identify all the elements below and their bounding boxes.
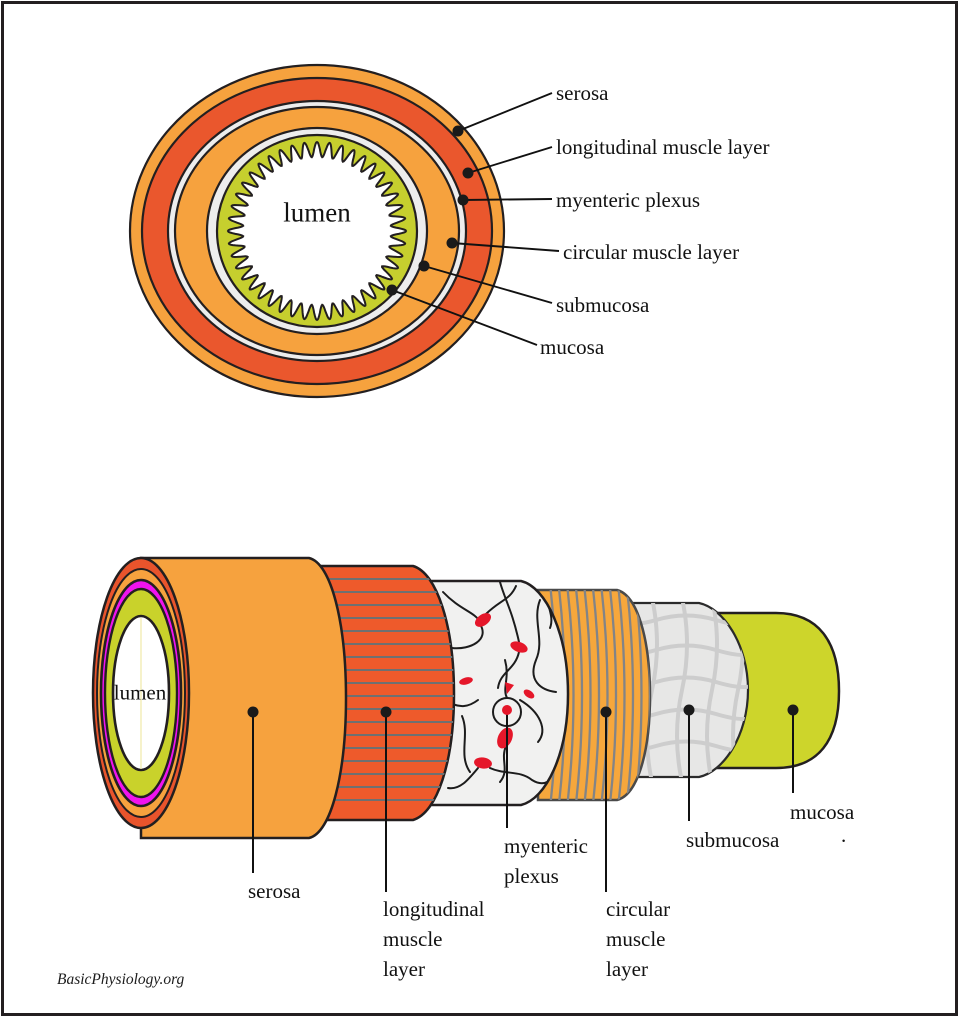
label-longitudinal-cross-section: longitudinal muscle layer — [556, 135, 770, 159]
label-circular-cross-section: circular muscle layer — [563, 240, 740, 264]
label-longitudinal-cylinder: longitudinal muscle layer — [383, 897, 485, 981]
cylinder-leader-dots — [247, 704, 799, 718]
serosa-segment — [139, 556, 348, 840]
label-mucosa-cylinder: mucosa — [790, 800, 855, 824]
label-serosa-cross-section: serosa — [556, 81, 609, 105]
myenteric-red-dot — [502, 705, 512, 715]
neuron-network — [429, 581, 559, 790]
label-myenteric-cross-section: myenteric plexus — [556, 188, 701, 212]
lumen-label-cylinder: lumen — [113, 680, 167, 705]
cross-section-diagram — [128, 63, 506, 399]
label-serosa-cylinder: serosa — [248, 879, 301, 903]
lumen-label-cross-section: lumen — [283, 197, 351, 228]
cylinder-leaders — [252, 710, 794, 892]
label-submucosa-cross-section: submucosa — [556, 293, 650, 317]
label-myenteric-cylinder: myenteric plexus — [504, 834, 588, 888]
cylinder-diagram — [91, 556, 841, 892]
label-mucosa-cross-section: mucosa — [540, 335, 605, 359]
watermark: BasicPhysiology.org — [57, 971, 185, 988]
cross-section-leader-dots — [386, 125, 474, 296]
lumen-wavy-edge — [226, 140, 408, 322]
cross-section-leaders — [391, 92, 560, 346]
cylinder-face-rings — [91, 556, 191, 830]
label-circular-cylinder: circular muscle layer — [606, 897, 671, 981]
neuron-cell-bodies — [459, 613, 535, 769]
stray-period: . — [841, 823, 847, 847]
myenteric-plexus-segment — [418, 579, 570, 807]
label-submucosa-cylinder: submucosa — [686, 828, 780, 852]
